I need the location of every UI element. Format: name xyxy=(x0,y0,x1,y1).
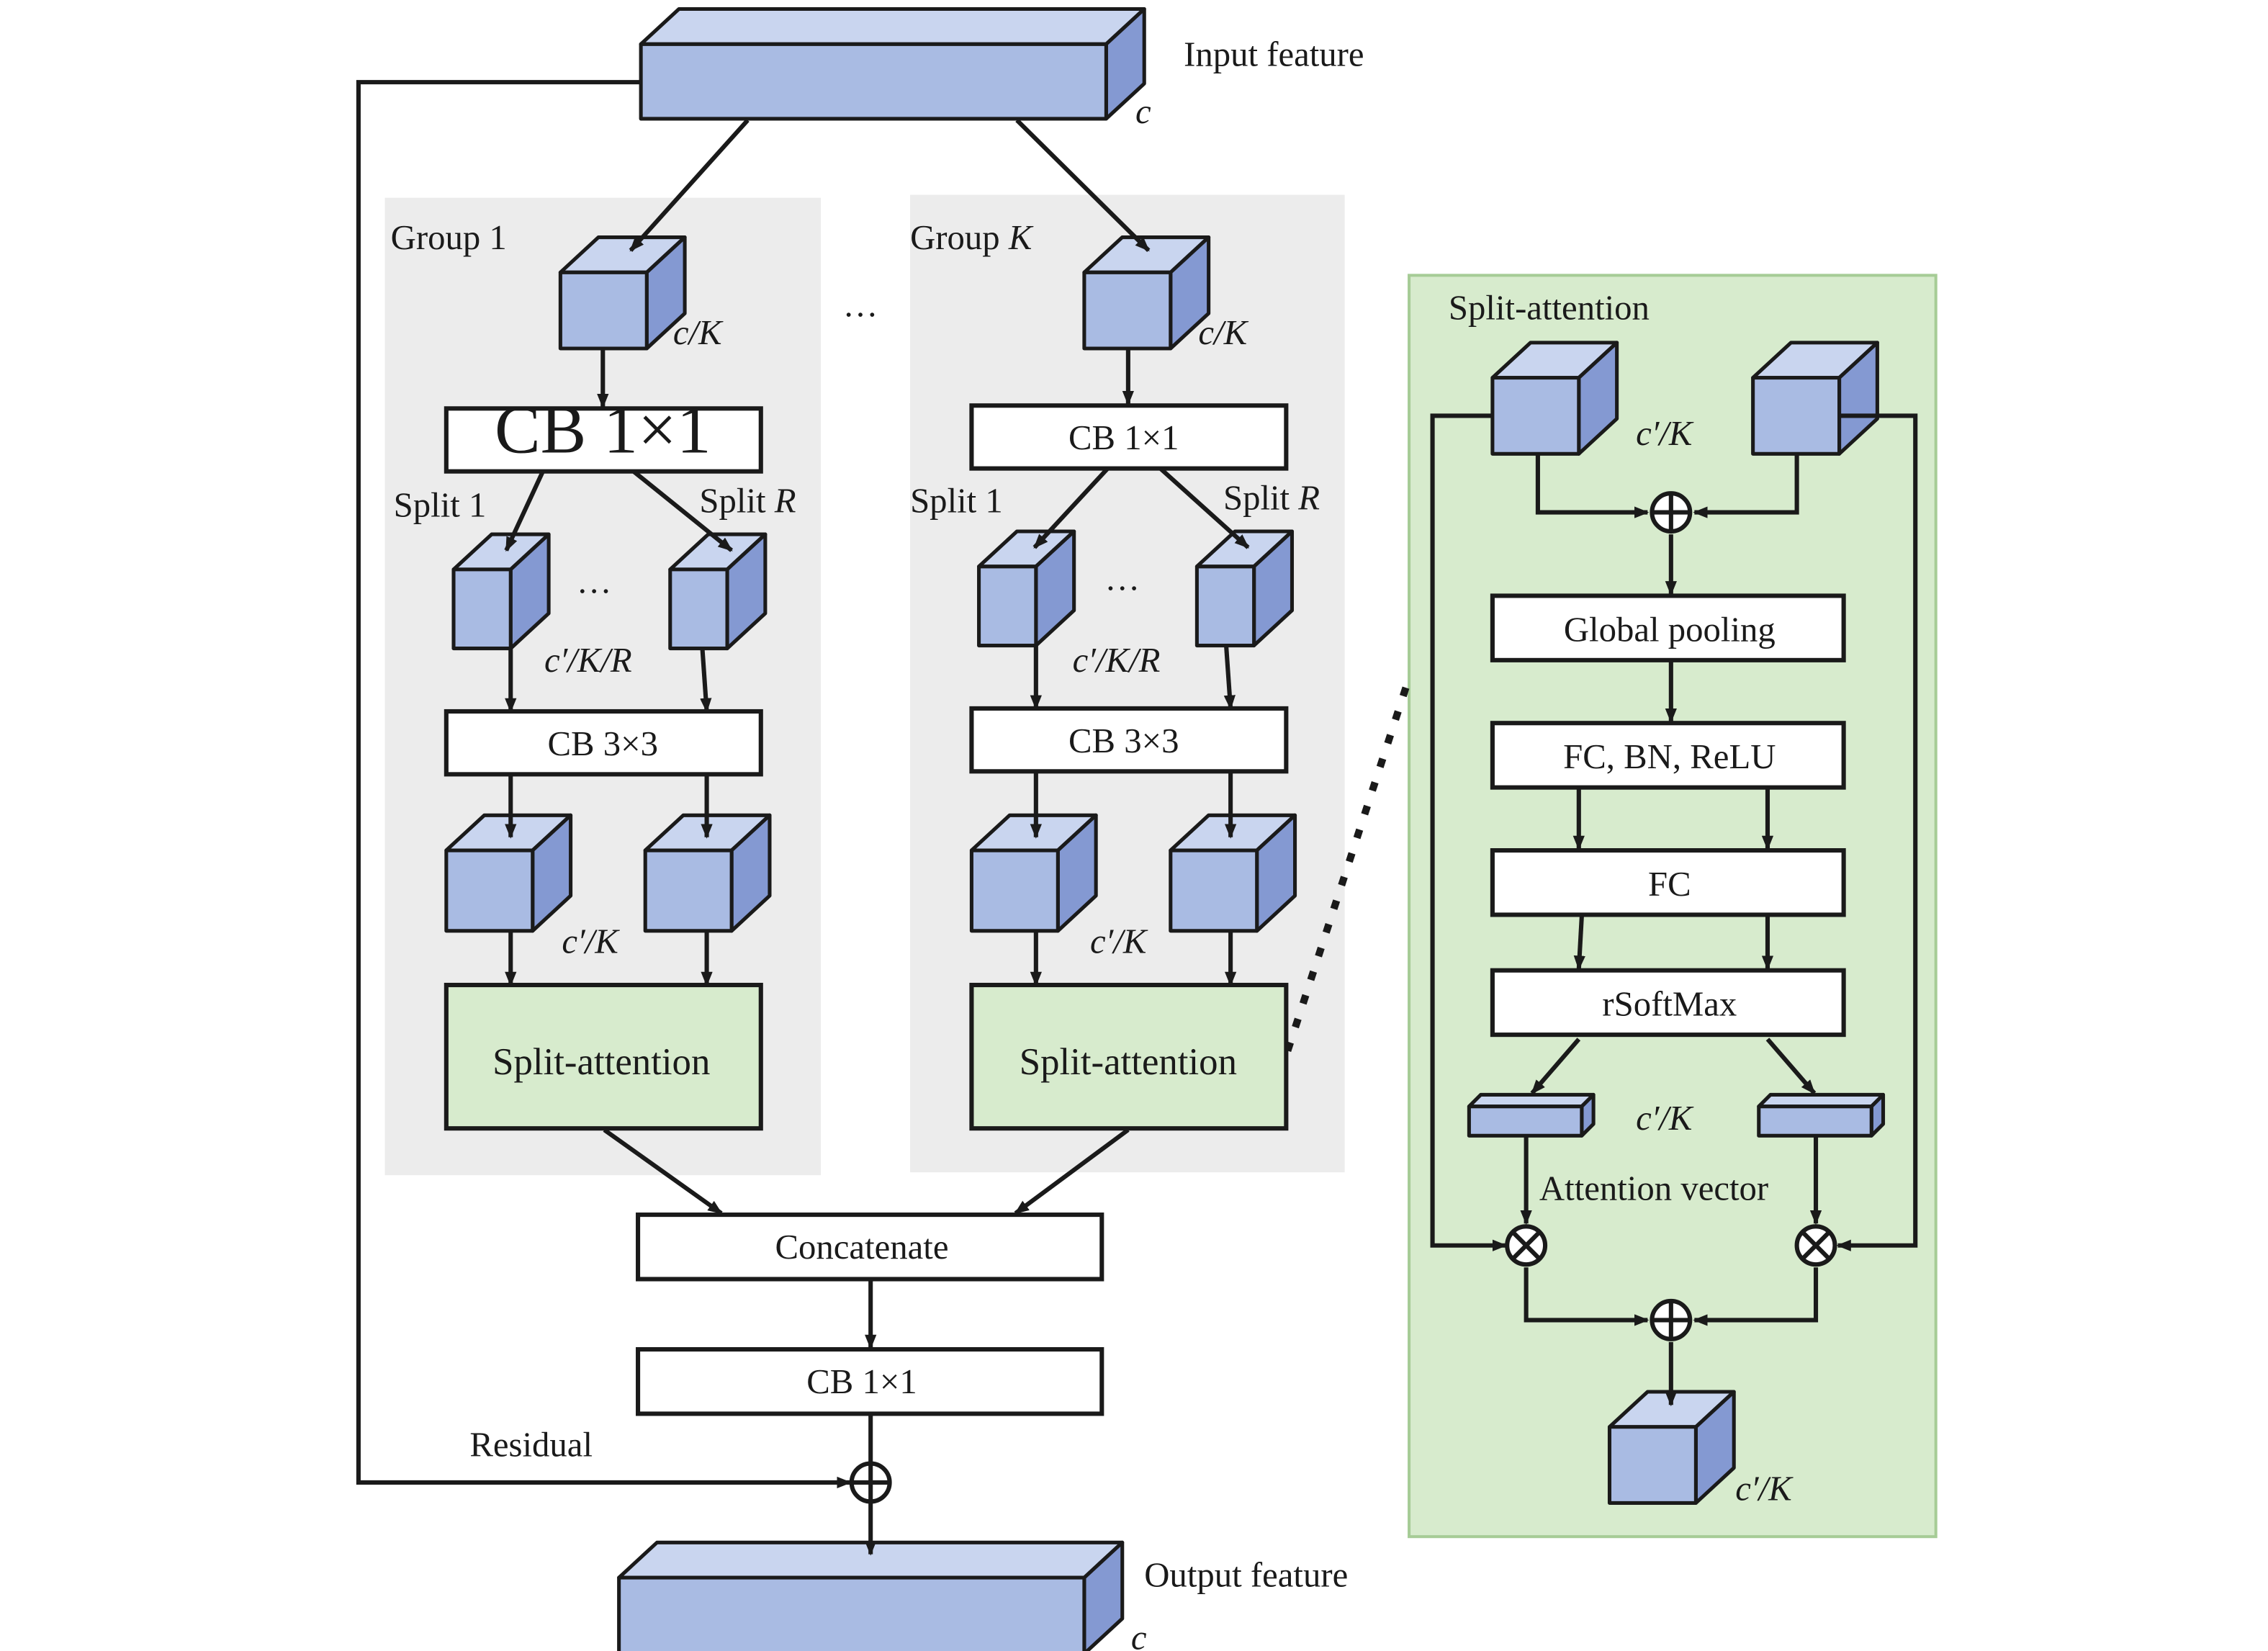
connectors xyxy=(356,80,1918,1556)
group-k-cb3x3-box xyxy=(969,706,1289,774)
split-attention-panel-title: Split-attention xyxy=(1449,288,1650,327)
fc-label: FC xyxy=(1648,865,1691,904)
residual-add-op xyxy=(849,1461,892,1504)
group-1-split-1-cube xyxy=(451,532,551,651)
attention-vector-label: Attention vector xyxy=(1539,1169,1768,1208)
output-feature-label: Output feature xyxy=(1144,1555,1348,1594)
group-k-cb1x1-box xyxy=(969,403,1289,471)
group-1-out-cube-1 xyxy=(444,813,573,933)
group-k-cube-label: c/K xyxy=(1198,313,1248,352)
group-k-split-r-label: Split R xyxy=(1223,479,1320,518)
rsoftmax-label: rSoftMax xyxy=(1602,985,1737,1024)
group-1-split-r-label: Split R xyxy=(699,482,796,521)
residual-label: Residual xyxy=(469,1425,593,1464)
detail-input-cube-2 xyxy=(1751,341,1879,456)
multiply-op-right xyxy=(1794,1224,1837,1267)
group-1-split-cube-label: c′/K/R xyxy=(544,641,632,680)
input-feature-block xyxy=(639,6,1146,121)
detail-output-cube-label: c′/K xyxy=(1735,1469,1794,1508)
group-k-split-attention-label: Split-attention xyxy=(1020,1041,1237,1083)
group-1-cb3x3-label: CB 3×3 xyxy=(548,724,659,763)
final-cb1x1-box xyxy=(636,1347,1104,1416)
group-k-cb1x1-label: CB 1×1 xyxy=(1068,418,1179,457)
group-1-title: Group 1 xyxy=(391,218,507,257)
fc-bn-relu-label: FC, BN, ReLU xyxy=(1563,737,1776,776)
sum-op-top xyxy=(1650,491,1693,534)
global-pooling-label: Global pooling xyxy=(1564,610,1776,649)
detail-vector-2 xyxy=(1757,1092,1886,1138)
group-1-split-attention-label: Split-attention xyxy=(492,1041,710,1083)
input-channel-label: c xyxy=(1135,92,1151,131)
input-feature-label: Input feature xyxy=(1184,35,1364,74)
output-feature-block xyxy=(617,1540,1125,1651)
detail-input-cube-label: c′/K xyxy=(1636,414,1694,453)
final-cb1x1-label: CB 1×1 xyxy=(806,1362,917,1401)
group-1-input-cube xyxy=(558,235,687,351)
detail-vector-1 xyxy=(1467,1092,1596,1138)
group-k-title: Group K xyxy=(910,218,1034,257)
group-k-split-cube-label: c′/K/R xyxy=(1073,641,1161,680)
groups-ellipsis: … xyxy=(843,285,878,324)
detail-output-cube xyxy=(1607,1390,1736,1505)
rsoftmax-box xyxy=(1490,968,1846,1038)
multiply-op-left xyxy=(1505,1224,1548,1267)
detail-input-cube-1 xyxy=(1490,341,1619,456)
concatenate-box xyxy=(636,1213,1104,1282)
global-pooling-box xyxy=(1490,593,1846,662)
group-1-split-ellipsis: … xyxy=(577,562,612,600)
group-1-out-cube-label: c′/K xyxy=(562,922,620,961)
detail-vector-label: c′/K xyxy=(1636,1099,1694,1138)
group-1-split-r-cube xyxy=(668,532,768,651)
group-k-split-r-cube xyxy=(1194,529,1295,648)
group-1-cb3x3-box xyxy=(444,708,763,777)
fc-bn-relu-box xyxy=(1490,721,1846,790)
group-k-cb3x3-label: CB 3×3 xyxy=(1068,721,1179,760)
group-k-split-ellipsis: … xyxy=(1104,559,1140,598)
group-1-out-cube-2 xyxy=(643,813,772,933)
group-k-input-cube xyxy=(1082,235,1211,351)
fc-box xyxy=(1490,848,1846,917)
group-1-split-1-label: Split 1 xyxy=(394,486,487,525)
output-channel-label: c xyxy=(1131,1619,1147,1651)
concatenate-label: Concatenate xyxy=(775,1228,949,1267)
group-1-split-attention-box xyxy=(444,982,763,1131)
group-1-cb1x1-label: CB 1×1 xyxy=(495,391,711,467)
group-1-cb1x1-box xyxy=(444,406,763,474)
sum-op-bottom xyxy=(1650,1298,1693,1341)
group-k-split-1-label: Split 1 xyxy=(910,482,1003,521)
group-k-out-cube-label: c′/K xyxy=(1090,922,1148,961)
group-1-cube-label: c/K xyxy=(673,313,724,352)
group-k-split-attention-box xyxy=(969,982,1289,1131)
